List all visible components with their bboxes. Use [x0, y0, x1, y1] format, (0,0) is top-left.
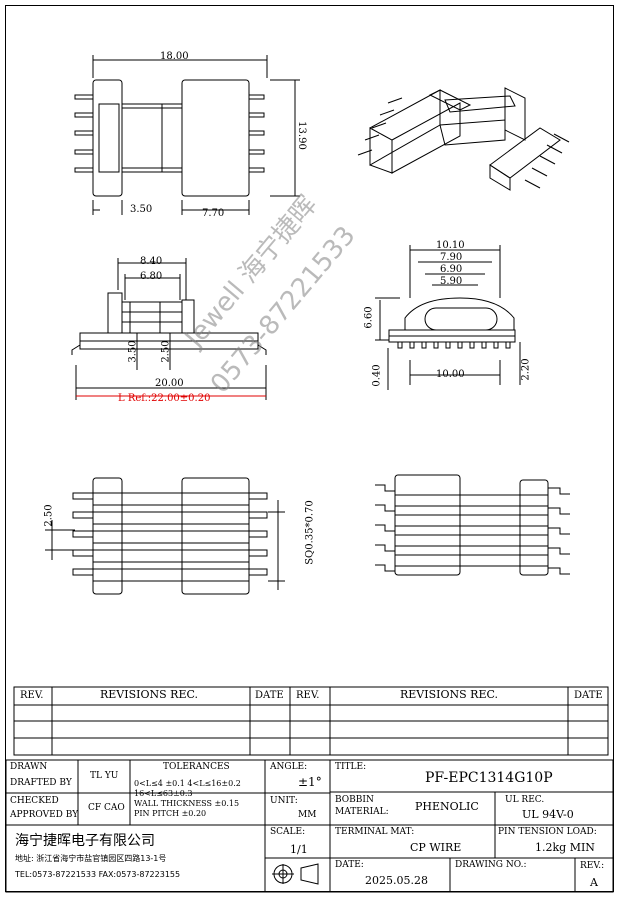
- company-name: 海宁捷晖电子有限公司: [15, 833, 155, 849]
- ul-value: UL 94V-0: [522, 808, 574, 821]
- dim-top-height: 13.90: [295, 121, 307, 150]
- iso-view-bottom: [375, 474, 570, 576]
- dim-end-base: 10.00: [436, 369, 465, 380]
- dim-bottom-pitch: 2.50: [43, 504, 55, 527]
- dim-side-w1: 8.40: [140, 256, 163, 267]
- dim-end-w4: 5.90: [440, 276, 463, 287]
- date-value: 2025.05.28: [365, 874, 428, 887]
- rev-header-left: REV.: [20, 690, 44, 701]
- approved-label: APPROVED BY: [10, 810, 79, 820]
- ul-label: UL REC.: [505, 795, 545, 805]
- company-address: 地址: 浙江省海宁市盐官镇园区四路13-1号: [15, 854, 167, 863]
- bottom-view: [45, 477, 285, 595]
- dim-end-w2: 7.90: [440, 252, 463, 263]
- approved-value: CF CAO: [88, 803, 125, 813]
- tolerance-line-2: 16<L≤63±0.3: [134, 789, 193, 798]
- title-label: TITLE:: [335, 762, 367, 772]
- top-view: [74, 55, 300, 215]
- company-tel: TEL:0573-87221533 FAX:0573-87223155: [15, 870, 181, 879]
- iso-view-top: [357, 87, 570, 191]
- drawn-label: DRAWN: [10, 762, 48, 772]
- rev-date-header-right: DATE: [574, 690, 603, 701]
- rev-rec-header-right: REVISIONS REC.: [400, 688, 498, 701]
- dim-end-right: 2.20: [520, 358, 532, 381]
- rev-rec-header-left: REVISIONS REC.: [100, 688, 198, 701]
- dim-end-pin: 0.40: [371, 364, 383, 387]
- dim-side-total: 20.00: [155, 378, 184, 389]
- scale-value: 1/1: [290, 843, 308, 856]
- dim-side-w2: 6.80: [140, 271, 163, 282]
- rev-header-right: REV.: [296, 690, 320, 701]
- angle-label: ANGLE:: [270, 762, 308, 772]
- rev-date-header-left: DATE: [255, 690, 284, 701]
- revisions-table-lines: [13, 686, 609, 756]
- title-value: PF-EPC1314G10P: [425, 770, 553, 786]
- dim-end-height: 6.60: [363, 306, 375, 329]
- dim-bottom-pin: SQ0.35*0.70: [304, 500, 316, 565]
- drafted-label: DRAFTED BY: [10, 778, 72, 788]
- drafted-value: TL YU: [90, 771, 119, 781]
- dim-side-h1: 3.50: [127, 340, 139, 363]
- unit-label: UNIT:: [270, 796, 298, 806]
- end-view: [375, 245, 521, 390]
- dim-top-width: 18.00: [160, 51, 189, 62]
- angle-value: ±1°: [298, 775, 322, 789]
- dim-side-h2: 2.50: [160, 340, 172, 363]
- pin-tension-label: PIN TENSION LOAD:: [498, 827, 597, 837]
- unit-value: MM: [298, 810, 317, 820]
- bobbin-label: BOBBIN: [335, 795, 374, 805]
- tolerances-label: TOLERANCES: [163, 762, 230, 772]
- drawing-no-label: DRAWING NO.:: [455, 860, 527, 870]
- dim-side-ref: L Ref.:22.00±0.20: [118, 393, 211, 404]
- material-label: MATERIAL:: [335, 807, 389, 817]
- terminal-value: CP WIRE: [410, 841, 462, 854]
- dim-end-w1: 10.10: [436, 240, 465, 251]
- rev-label: REV.:: [580, 861, 605, 871]
- date-label: DATE:: [335, 860, 364, 870]
- title-block-lines: [5, 759, 614, 893]
- side-view: [71, 258, 267, 400]
- tolerance-line-4: PIN PITCH ±0.20: [134, 809, 207, 818]
- terminal-label: TERMINAL MAT:: [335, 827, 415, 837]
- rev-value: A: [590, 876, 598, 889]
- pin-tension-value: 1.2kg MIN: [535, 841, 595, 854]
- dim-top-right: 7.70: [202, 208, 225, 219]
- scale-label: SCALE:: [270, 827, 306, 837]
- bobbin-value: PHENOLIC: [415, 800, 479, 813]
- checked-label: CHECKED: [10, 796, 59, 806]
- tolerance-line-1: 0<L≤4 ±0.1 4<L≤16±0.2: [134, 779, 241, 788]
- tolerance-line-3: WALL THICKNESS ±0.15: [134, 799, 240, 808]
- dim-end-w3: 6.90: [440, 264, 463, 275]
- dim-top-left: 3.50: [130, 204, 153, 215]
